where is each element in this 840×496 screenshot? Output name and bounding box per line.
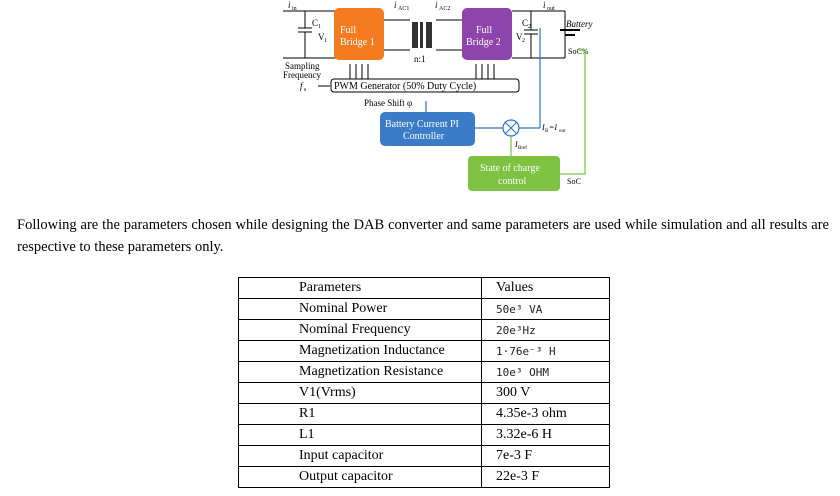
fs-sub: s [304,87,307,93]
param-value-cell: 3.32e-6 H [481,424,610,446]
phase-shift-label: Phase Shift φ [364,98,412,108]
pwm-generator-label: PWM Generator (50% Duty Cycle) [334,81,476,92]
c1-label: C [312,18,318,28]
iac1-sub: AC1 [398,6,409,12]
full-bridge-1-label-line2: Bridge 1 [340,37,375,48]
v1-sub: 1 [324,38,327,44]
dab-converter-diagram: Full Bridge 1 Full Bridge 2 i in i AC1 i… [283,0,593,191]
param-value-cell: 7e-3 F [481,445,610,467]
full-bridge-2 [462,8,512,60]
sampling-label-line2: Frequency [283,70,321,80]
v2-label: V [516,32,523,42]
soc-label: SoC [567,177,581,186]
pi-controller-line2: Controller [403,131,445,142]
param-name-cell: Nominal Frequency [238,319,482,341]
param-value-cell: 22e-3 F [481,466,610,488]
param-name-cell: Magnetization Inductance [238,340,482,362]
pwm-generator-box [330,78,520,93]
param-value-cell: 1·76e⁻³ H [481,340,610,362]
table-row: V1(Vrms)300 V [238,382,610,404]
param-name-cell: Nominal Power [238,298,482,320]
full-bridge-2-label-line1: Full [476,25,492,36]
iin-label: i [288,0,291,10]
param-value-cell: 10e³ OHM [481,361,610,383]
sampling-label-line1: Sampling [285,61,320,71]
soc-control-line2: control [498,176,527,187]
battery-label: Battery [566,19,593,29]
pi-controller-box [380,112,475,146]
soc-control-line1: State of charge [480,163,540,174]
ib-sub: B [545,129,549,134]
summing-junction-icon [502,119,520,137]
full-bridge-1-label-line1: Full [340,25,356,36]
header-values: Values [481,277,610,299]
c1-sub: 1 [318,24,321,30]
param-value-cell: 300 V [481,382,610,404]
iac2-sub: AC2 [439,6,450,12]
param-value-cell: 50e³ VA [481,298,610,320]
table-header-row: Parameters Values [238,277,610,299]
iac2-label: i [435,0,438,10]
full-bridge-2-label-line2: Bridge 2 [466,37,501,48]
v2-sub: 2 [522,38,525,44]
param-name-cell: Magnetization Resistance [238,361,482,383]
v1-label: V [318,32,325,42]
ib-label: I [541,123,545,132]
c2-label: C [522,18,528,28]
param-value-cell: 4.35e-3 ohm [481,403,610,425]
transformer-icon [412,22,432,48]
soc-control-box [468,156,560,191]
iac1-label: i [394,0,397,10]
param-value-cell: 20e³Hz [481,319,610,341]
param-name-cell: R1 [238,403,482,425]
header-parameters: Parameters [238,277,482,299]
full-bridge-1 [334,8,384,60]
turns-ratio: n:1 [414,54,426,64]
intro-paragraph: Following are the parameters chosen whil… [17,217,829,255]
c2-sub: 2 [528,24,531,30]
ib-eq: =I [549,123,557,132]
param-name-cell: Output capacitor [238,466,482,488]
ibref-label: I [514,140,518,149]
ib-eq-sub: out [559,129,566,134]
param-name-cell: Input capacitor [238,445,482,467]
pi-controller-line1: Battery Current PI [385,119,459,130]
soc-percent-label: SoC% [568,47,589,56]
fs-label: f [300,81,304,91]
ibref-sub: Bref [518,146,527,151]
iout-label: i [543,0,546,10]
power-wires [283,10,580,87]
param-name-cell: L1 [238,424,482,446]
iout-sub: out [547,6,555,12]
param-name-cell: V1(Vrms) [238,382,482,404]
iin-sub: in [292,6,297,12]
